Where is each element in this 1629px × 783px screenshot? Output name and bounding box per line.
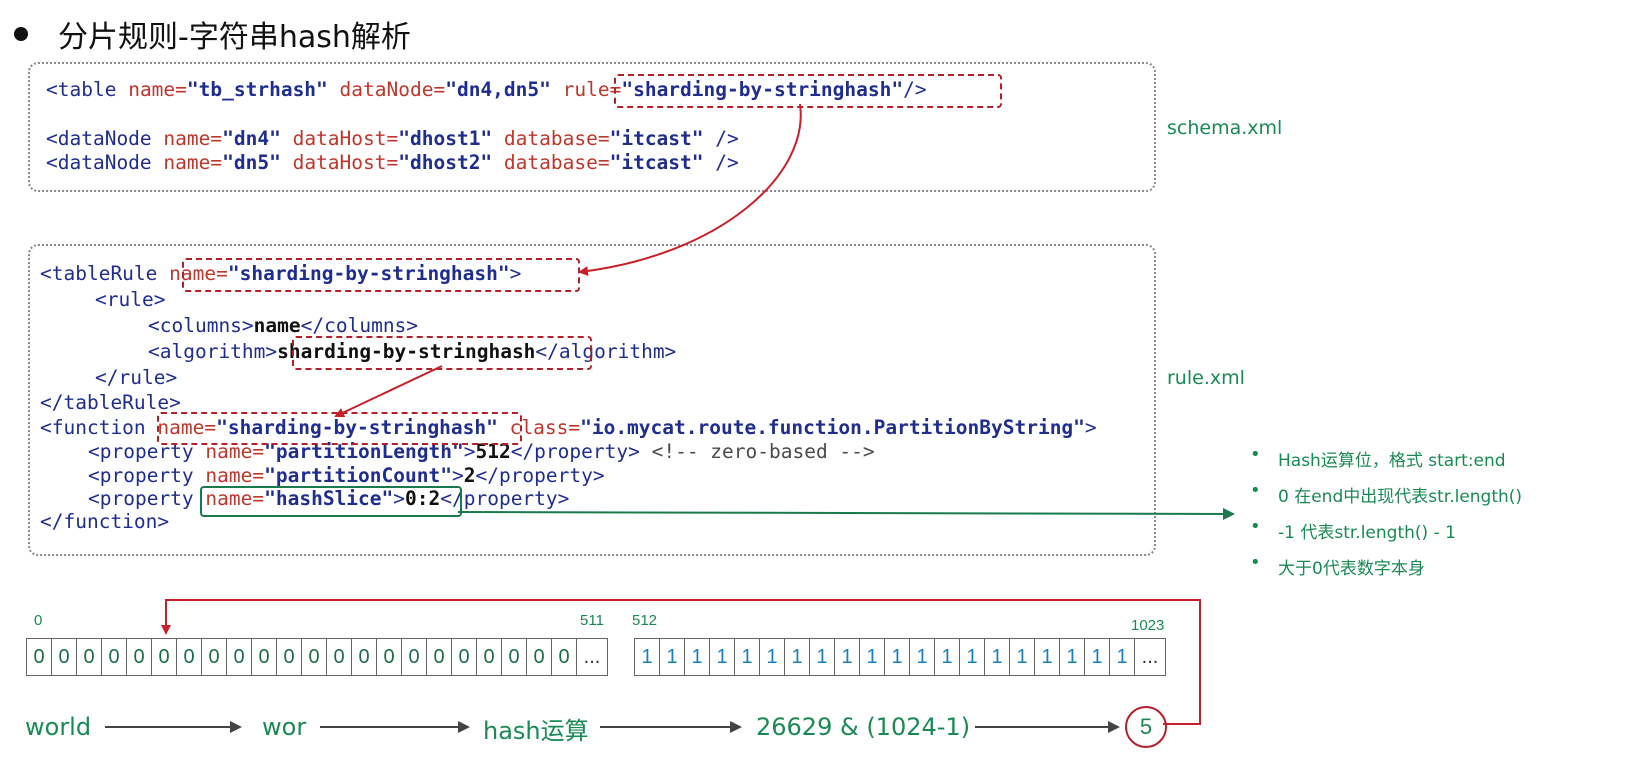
bit-cell: 1 — [960, 639, 985, 675]
bit-cell: 1 — [735, 639, 760, 675]
bit-cell: 0 — [427, 639, 452, 675]
bit-label-start-b: 512 — [632, 612, 658, 629]
bit-cell: 1 — [910, 639, 935, 675]
rule-line-property-hashslice: <property name="hashSlice">0:2</property… — [88, 487, 570, 510]
flow-calc: 26629 & (1024-1) — [756, 713, 971, 741]
bit-cell: 0 — [302, 639, 327, 675]
bit-cell: 1 — [835, 639, 860, 675]
arrow-rule-to-tablerule — [578, 103, 802, 276]
note-item: 大于0代表数字本身 — [1250, 552, 1522, 590]
bit-cell: 1 — [935, 639, 960, 675]
title-bullet — [14, 27, 28, 41]
bit-cell: 1 — [1085, 639, 1110, 675]
bit-cell: 1 — [710, 639, 735, 675]
schema-rule-highlight — [614, 74, 1002, 108]
bit-cell: 1 — [685, 639, 710, 675]
bit-cell: 0 — [127, 639, 152, 675]
bit-cell: 1 — [985, 639, 1010, 675]
schema-line-table: <table name="tb_strhash" dataNode="dn4,d… — [46, 78, 927, 101]
rule-line-function-close: </function> — [40, 510, 170, 533]
bit-cell: 0 — [352, 639, 377, 675]
bit-cell: 1 — [785, 639, 810, 675]
bit-cell: 1 — [1060, 639, 1085, 675]
rule-line-rule-open: <rule> — [95, 288, 166, 311]
bit-cell: 1 — [760, 639, 785, 675]
schema-line-datanode-dn4: <dataNode name="dn4" dataHost="dhost1" d… — [46, 127, 739, 150]
rule-line-property-count: <property name="partitionCount">2</prope… — [88, 464, 605, 487]
bit-cell: 1 — [660, 639, 685, 675]
rule-line-columns: <columns>name</columns> — [148, 314, 419, 337]
bit-cell: 0 — [552, 639, 577, 675]
bit-cell: 0 — [452, 639, 477, 675]
arrow-algorithm-to-function — [334, 365, 443, 418]
rule-line-tablerule: <tableRule name="sharding-by-stringhash"… — [40, 262, 522, 285]
rule-line-algorithm: <algorithm>sharding-by-stringhash</algor… — [148, 340, 677, 363]
flow-slice: wor — [262, 713, 307, 741]
note-item: 0 在end中出现代表str.length() — [1250, 480, 1522, 518]
arrow-result-to-bit — [161, 599, 1201, 725]
bit-ellipsis: ... — [583, 646, 601, 668]
hashslice-notes: Hash运算位，格式 start:end 0 在end中出现代表str.leng… — [1250, 444, 1522, 590]
bit-cell: 1 — [1010, 639, 1035, 675]
note-item: Hash运算位，格式 start:end — [1250, 444, 1522, 482]
rule-line-function: <function name="sharding-by-stringhash" … — [40, 416, 1097, 439]
flow-input: world — [25, 713, 92, 741]
rule-line-rule-close: </rule> — [95, 366, 178, 389]
rule-file-label: rule.xml — [1167, 367, 1245, 389]
bit-cell: 0 — [52, 639, 77, 675]
bit-cell: 1 — [810, 639, 835, 675]
bit-cell: 1 — [860, 639, 885, 675]
page-title: 分片规则-字符串hash解析 — [58, 20, 411, 55]
bit-cell: 1 — [1110, 639, 1135, 675]
bit-cell: 0 — [477, 639, 502, 675]
bit-cell: 0 — [202, 639, 227, 675]
bit-cell: 0 — [152, 639, 177, 675]
schema-code-box — [28, 62, 1156, 192]
bit-cell: 0 — [327, 639, 352, 675]
bit-cell: 1 — [885, 639, 910, 675]
bit-cell: 0 — [27, 639, 52, 675]
bit-cell: 0 — [177, 639, 202, 675]
bit-cell: 0 — [277, 639, 302, 675]
rule-line-tablerule-close: </tableRule> — [40, 391, 181, 414]
algorithm-highlight — [292, 336, 592, 370]
bit-label-end-b: 1023 — [1131, 617, 1165, 634]
rule-line-property-length: <property name="partitionLength">512</pr… — [88, 440, 875, 463]
schema-line-datanode-dn5: <dataNode name="dn5" dataHost="dhost2" d… — [46, 151, 739, 174]
rule-code-box — [28, 244, 1156, 556]
bit-label-start-a: 0 — [34, 612, 43, 629]
bit-cell: 0 — [227, 639, 252, 675]
bit-cell: 0 — [502, 639, 527, 675]
bit-cell: 0 — [377, 639, 402, 675]
bit-cell: 0 — [77, 639, 102, 675]
schema-file-label: schema.xml — [1167, 117, 1283, 139]
bit-cell: 0 — [102, 639, 127, 675]
note-item: -1 代表str.length() - 1 — [1250, 516, 1522, 554]
bit-cell: 0 — [252, 639, 277, 675]
bit-cell: 1 — [635, 639, 660, 675]
bit-cell: 1 — [1035, 639, 1060, 675]
flow-result: 5 — [1125, 706, 1167, 748]
flow-op: hash运算 — [483, 717, 589, 745]
hashslice-highlight — [200, 486, 462, 517]
bit-label-end-a: 511 — [580, 612, 604, 629]
arrow-hashslice-to-notes — [457, 507, 1235, 520]
bit-cell: 0 — [402, 639, 427, 675]
bit-ellipsis: ... — [1141, 646, 1159, 668]
bit-cell: 0 — [527, 639, 552, 675]
